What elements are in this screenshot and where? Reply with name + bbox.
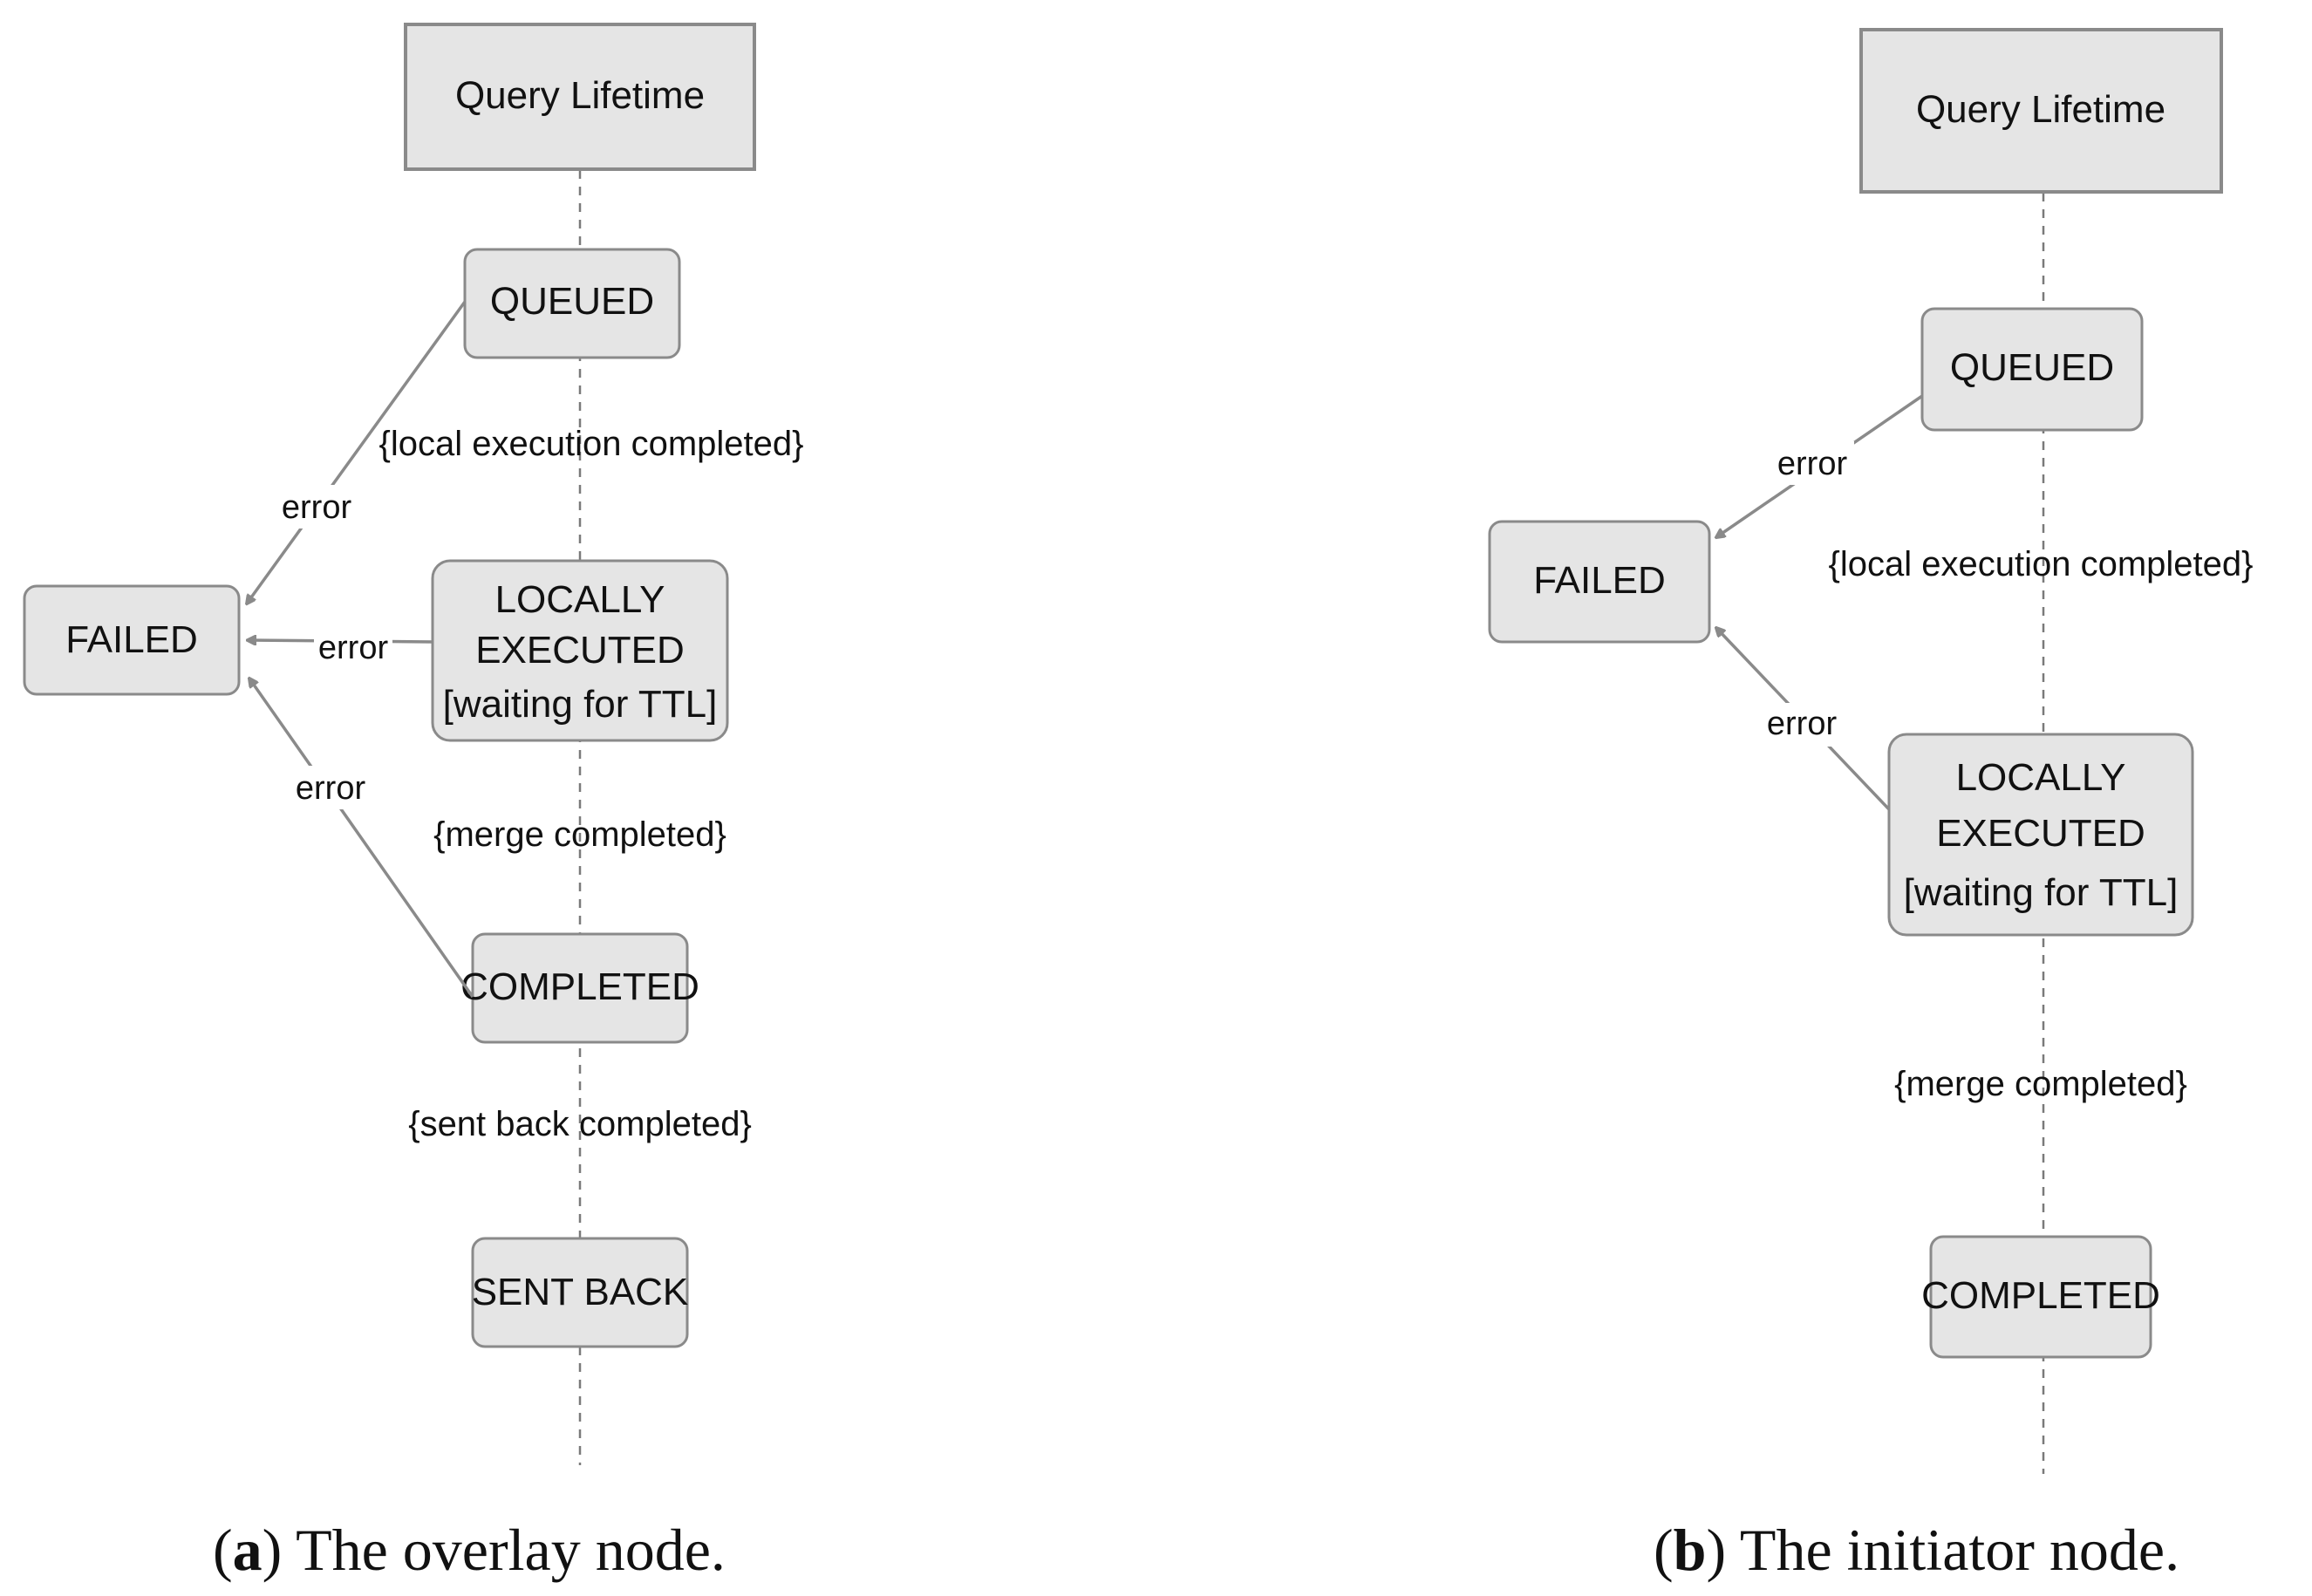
panel-b-locally-line1: LOCALLY <box>1956 756 2126 799</box>
panel-a-caption-text: The overlay node. <box>282 1517 726 1583</box>
panel-b-error-label-1: error <box>1777 446 1848 482</box>
panel-a-caption: (a) The overlay node. <box>213 1517 726 1583</box>
panel-b-cond-merge-label: {merge completed} <box>1894 1065 2187 1103</box>
panel-a-header-label: Query Lifetime <box>455 74 705 117</box>
panel-b-caption-text: The initiator node. <box>1726 1517 2179 1583</box>
panel-a-error-label-3: error <box>296 770 366 807</box>
panel-a-state-sent-back: SENT BACK <box>471 1237 689 1348</box>
panel-b-cond-local-label: {local execution completed} <box>1829 545 2254 583</box>
panel-a-locally-line2: EXECUTED <box>475 629 685 672</box>
panel-a-caption-letter: a <box>233 1517 263 1583</box>
panel-b-initiator-node: Query Lifetime QUEUED FAILED {local exec… <box>1488 28 2254 1474</box>
panel-b-header-label: Query Lifetime <box>1916 88 2165 131</box>
panel-a-state-completed: COMPLETED <box>460 932 699 1044</box>
panel-b-state-queued: QUEUED <box>1920 307 2144 432</box>
panel-a-locally-line3: [waiting for TTL] <box>443 683 718 726</box>
panel-b-queued-label: QUEUED <box>1950 346 2114 389</box>
panel-a-queued-label: QUEUED <box>490 280 654 323</box>
panel-a-state-failed: FAILED <box>23 584 241 696</box>
panel-b-state-failed: FAILED <box>1488 520 1711 644</box>
panel-b-locally-line2: EXECUTED <box>1936 812 2145 855</box>
panel-b-header-box: Query Lifetime <box>1859 28 2223 194</box>
panel-a-error-label-2: error <box>318 630 389 666</box>
panel-a-failed-label: FAILED <box>65 618 198 661</box>
panel-a-locally-line1: LOCALLY <box>495 578 665 621</box>
panel-b-completed-label: COMPLETED <box>1921 1274 2160 1317</box>
panel-b-state-locally-executed: LOCALLY EXECUTED [waiting for TTL] <box>1887 733 2194 937</box>
panel-b-error-label-2: error <box>1767 706 1838 742</box>
panel-b-cond-merge: {merge completed} <box>1894 1065 2187 1103</box>
panel-a-sent-back-label: SENT BACK <box>472 1271 689 1313</box>
panel-b-caption-letter: b <box>1674 1517 1707 1583</box>
panel-b-caption: (b) The initiator node. <box>1654 1517 2179 1583</box>
panel-a-error-label-1: error <box>282 489 352 526</box>
panel-b-cond-local: {local execution completed} <box>1829 545 2254 583</box>
panel-a-overlay-node: Query Lifetime QUEUED {local execution c… <box>23 23 804 1465</box>
panel-a-cond-sent-label: {sent back completed} <box>408 1105 752 1143</box>
panel-a-cond-merge: {merge completed} <box>433 815 726 854</box>
panel-b-state-completed: COMPLETED <box>1921 1235 2160 1359</box>
panel-a-cond-local: {local execution completed} <box>379 425 804 463</box>
panel-b-locally-line3: [waiting for TTL] <box>1904 871 2179 914</box>
panel-a-error-arrow-completed <box>249 679 474 999</box>
panel-a-state-queued: QUEUED <box>463 248 681 359</box>
panel-b-failed-label: FAILED <box>1533 559 1666 602</box>
panel-a-completed-label: COMPLETED <box>460 965 699 1008</box>
panel-a-state-locally-executed: LOCALLY EXECUTED [waiting for TTL] <box>431 559 729 742</box>
panel-a-header-box: Query Lifetime <box>404 23 756 171</box>
panel-a-cond-local-label: {local execution completed} <box>379 425 804 463</box>
panel-a-cond-sent: {sent back completed} <box>408 1105 752 1143</box>
panel-a-cond-merge-label: {merge completed} <box>433 815 726 854</box>
panel-a-error-arrow-queued <box>247 300 467 604</box>
